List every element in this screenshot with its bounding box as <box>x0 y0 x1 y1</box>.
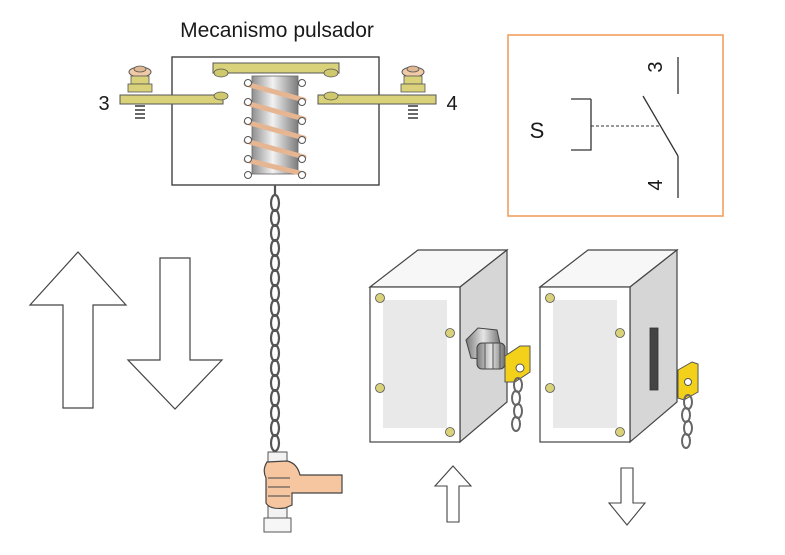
arrow-up-icon <box>433 465 473 523</box>
push-mechanism <box>119 56 437 186</box>
pull-chain <box>269 185 281 453</box>
switch-box-pushed <box>538 248 699 449</box>
fixed-contact-right <box>317 94 437 105</box>
spring <box>243 81 307 177</box>
symbol-terminal-bottom: 4 <box>645 179 667 190</box>
terminal-label-right: 4 <box>446 93 457 115</box>
symbol-terminal-top: 3 <box>645 61 667 72</box>
terminal-screw-left <box>127 65 153 119</box>
diagram-title: Mecanismo pulsador <box>180 19 374 42</box>
bridge-contact <box>212 62 340 74</box>
arrow-down-icon <box>126 257 224 410</box>
symbol-frame <box>507 34 724 217</box>
hand-icon <box>263 451 343 533</box>
terminal-label-left: 3 <box>98 93 109 115</box>
arrow-up-icon <box>28 251 128 409</box>
fixed-contact-left <box>119 94 224 105</box>
switch-box-pulled <box>368 248 531 444</box>
symbol-label-s: S <box>530 118 545 143</box>
switch-symbol: S 3 4 <box>507 34 724 217</box>
terminal-screw-right <box>400 65 426 119</box>
arrow-down-icon <box>607 467 647 526</box>
